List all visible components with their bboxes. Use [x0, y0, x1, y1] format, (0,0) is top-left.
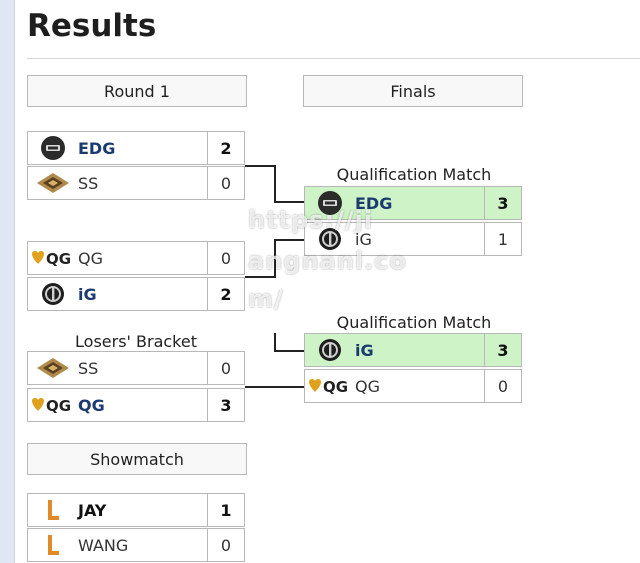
- bracket-connector: [245, 386, 304, 388]
- finals-header: Finals: [303, 75, 523, 107]
- watermark-line-3: m/: [248, 285, 284, 313]
- qg-logo-icon: QG: [305, 370, 355, 402]
- showmatch-header: Showmatch: [27, 443, 247, 475]
- title-divider: [27, 58, 640, 59]
- bracket-connector: [274, 350, 304, 352]
- round1-header: Round 1: [27, 75, 247, 107]
- l-logo-icon: [28, 494, 78, 526]
- bracket-connector: [274, 165, 276, 202]
- team-name: iG: [355, 229, 372, 249]
- team-name: JAY: [78, 500, 107, 520]
- ig-logo-icon: [305, 223, 355, 255]
- edg-logo-icon: [305, 187, 355, 219]
- team-score: 0: [484, 370, 521, 402]
- team-score: 0: [207, 242, 244, 274]
- team-score: 1: [207, 494, 244, 526]
- team-name: EDG: [78, 138, 116, 158]
- team-score: 0: [207, 529, 244, 561]
- finals-match2-team2[interactable]: QG QG 0: [304, 369, 522, 403]
- qualification-match-label: Qualification Match: [336, 165, 492, 184]
- watermark-line-1: https://ji: [248, 206, 374, 234]
- team-score: 2: [207, 278, 244, 310]
- bracket-connector: [245, 165, 275, 167]
- team-name: EDG: [355, 193, 393, 213]
- team-score: 3: [484, 334, 521, 366]
- finals-match1-team1[interactable]: EDG 3: [304, 186, 522, 220]
- bracket-connector: [245, 276, 275, 278]
- team-score: 2: [207, 132, 244, 164]
- svg-text:QG: QG: [46, 250, 71, 268]
- team-score: 3: [484, 187, 521, 219]
- team-name: iG: [78, 284, 97, 304]
- ig-logo-icon: [305, 334, 355, 366]
- team-name: QG: [78, 248, 103, 268]
- showmatch-team1[interactable]: JAY 1: [27, 493, 245, 527]
- bracket-connector: [274, 239, 276, 278]
- l-logo-icon: [28, 529, 78, 561]
- ig-logo-icon: [28, 278, 78, 310]
- team-score: 3: [207, 389, 244, 421]
- qualification-match-label: Qualification Match: [336, 313, 492, 332]
- watermark-line-2: angnanl.co: [248, 247, 407, 275]
- bracket-connector: [274, 239, 304, 241]
- svg-text:QG: QG: [323, 378, 348, 396]
- round1-match1-team2[interactable]: SS 0: [27, 166, 245, 200]
- team-name: WANG: [78, 535, 129, 555]
- finals-match2-team1[interactable]: iG 3: [304, 333, 522, 367]
- team-score: 0: [207, 352, 244, 384]
- team-name: QG: [78, 395, 105, 415]
- showmatch-team2[interactable]: WANG 0: [27, 528, 245, 562]
- qg-logo-icon: QG: [28, 242, 78, 274]
- bracket-connector: [274, 201, 304, 203]
- losers-team2[interactable]: QG QG 3: [27, 388, 245, 422]
- losers-bracket-label: Losers' Bracket: [75, 332, 197, 351]
- round1-match1-team1[interactable]: EDG 2: [27, 131, 245, 165]
- ss-logo-icon: [28, 352, 78, 384]
- round1-match2-team2[interactable]: iG 2: [27, 277, 245, 311]
- qg-logo-icon: QG: [28, 389, 78, 421]
- round1-match2-team1[interactable]: QG QG 0: [27, 241, 245, 275]
- edg-logo-icon: [28, 132, 78, 164]
- finals-match1-team2[interactable]: iG 1: [304, 222, 522, 256]
- team-name: iG: [355, 340, 374, 360]
- losers-team1[interactable]: SS 0: [27, 351, 245, 385]
- team-score: 0: [207, 167, 244, 199]
- bracket-connector: [274, 333, 276, 351]
- svg-text:QG: QG: [46, 397, 71, 415]
- left-sidebar-edge: [0, 0, 15, 563]
- team-name: SS: [78, 173, 99, 193]
- page-title: Results: [27, 8, 157, 44]
- team-name: QG: [355, 376, 380, 396]
- team-name: SS: [78, 358, 99, 378]
- ss-logo-icon: [28, 167, 78, 199]
- team-score: 1: [484, 223, 521, 255]
